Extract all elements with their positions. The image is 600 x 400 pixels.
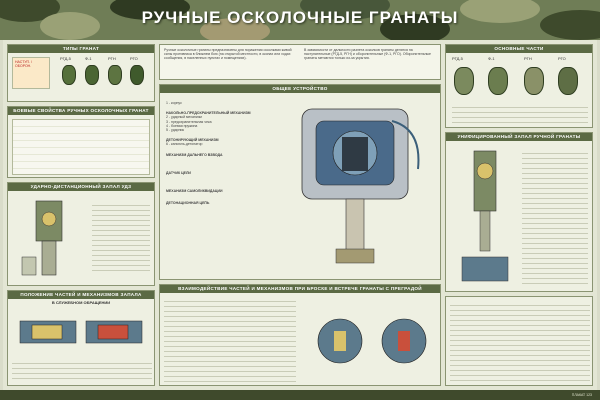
types-heading: ТИПЫ ГРАНАТ xyxy=(8,45,154,53)
legend-item-0: 1 - корпус xyxy=(166,101,182,105)
part-rgo-image xyxy=(558,67,578,95)
legend-item-9: ДАТЧИК ЦЕЛИ xyxy=(166,170,191,175)
uzrg-fuze-panel: УНИФИЦИРОВАННЫЙ ЗАПАЛ РУЧНОЙ ГРАНАТЫ xyxy=(445,132,593,292)
udz-fuze-diagram xyxy=(21,200,63,276)
camouflage-header xyxy=(0,0,600,40)
legend-item-1: НАКОЛЬНО-ПРЕДОХРАНИТЕЛЬНЫЙ МЕХАНИЗМ xyxy=(166,111,251,116)
udz-fuze-panel: УДАРНО-ДИСТАНЦИОННЫЙ ЗАПАЛ УДЗ xyxy=(7,182,155,286)
position-panel: ПОЛОЖЕНИЕ ЧАСТЕЙ И МЕХАНИЗМОВ ЗАПАЛА В С… xyxy=(7,290,155,386)
general-legend: 1 - корпус НАКОЛЬНО-ПРЕДОХРАНИТЕЛЬНЫЙ МЕ… xyxy=(166,101,266,205)
part-rgn-image xyxy=(524,67,544,95)
legend-item-6: ДЕТОНИРУЮЩИЙ МЕХАНИЗМ xyxy=(166,138,219,143)
main-parts-label-rgn: РГН xyxy=(524,56,532,61)
types-note: НАСТУП. / ОБОРОН. xyxy=(12,57,50,89)
main-parts-label-rgd5: РГД-5 xyxy=(452,56,463,61)
grenade-rgd5-image xyxy=(62,65,76,85)
grenade-label-rgo: РГО xyxy=(130,56,138,61)
main-parts-label-f1: Ф-1 xyxy=(488,56,495,61)
legend-item-8: МЕХАНИЗМ ДАЛЬНЕГО ВЗВОДА xyxy=(166,152,223,157)
intro-text-2: В зависимости от дальности разлета оскол… xyxy=(304,48,431,61)
right-bottom-panel xyxy=(445,296,593,386)
position-description xyxy=(12,359,152,383)
service-subheading: В СЛУЖЕБНОМ ОБРАЩЕНИИ xyxy=(51,300,111,305)
uzrg-fuze-diagram xyxy=(461,150,509,282)
interaction-diagram xyxy=(317,318,427,364)
types-panel: ТИПЫ ГРАНАТ НАСТУП. / ОБОРОН. РГД-5 Ф-1 … xyxy=(7,44,155,102)
combat-heading: БОЕВЫЕ СВОЙСТВА РУЧНЫХ ОСКОЛОЧНЫХ ГРАНАТ xyxy=(8,107,154,115)
poster-sheet: ТИПЫ ГРАНАТ НАСТУП. / ОБОРОН. РГД-5 Ф-1 … xyxy=(3,40,597,390)
general-structure-panel: ОБЩЕЕ УСТРОЙСТВО 1 - корпус НАКОЛЬНО-ПРЕ… xyxy=(159,84,441,280)
interaction-heading: ВЗАИМОДЕЙСТВИЕ ЧАСТЕЙ И МЕХАНИЗМОВ ПРИ Б… xyxy=(160,285,440,293)
intro-panel: Ручные осколочные гранаты предназначены … xyxy=(159,44,441,80)
position-heading: ПОЛОЖЕНИЕ ЧАСТЕЙ И МЕХАНИЗМОВ ЗАПАЛА xyxy=(8,291,154,299)
legend-item-3: 3 - предохранительная чека xyxy=(166,119,212,124)
legend-item-2: 2 - ударный механизм xyxy=(166,115,202,120)
main-parts-label-rgo: РГО xyxy=(558,56,566,61)
intro-text: Ручные осколочные гранаты предназначены … xyxy=(164,48,292,61)
footer-label: ПЛАКАТ 123 xyxy=(571,393,592,397)
main-parts-text xyxy=(452,103,588,125)
footer-bar: ПЛАКАТ 123 xyxy=(0,390,600,400)
legend-item-10: МЕХАНИЗМ САМОЛИКВИДАЦИИ xyxy=(166,189,223,194)
part-f1-image xyxy=(488,67,508,95)
udz-heading: УДАРНО-ДИСТАНЦИОННЫЙ ЗАПАЛ УДЗ xyxy=(8,183,154,191)
legend-item-7: 6 - капсюль-детонатор xyxy=(166,142,203,147)
grenade-rgo-image xyxy=(130,65,144,85)
legend-item-4: 4 - боевая пружина xyxy=(166,123,198,128)
page-title: РУЧНЫЕ ОСКОЛОЧНЫЕ ГРАНАТЫ xyxy=(141,8,459,27)
uzrg-heading: УНИФИЦИРОВАННЫЙ ЗАПАЛ РУЧНОЙ ГРАНАТЫ xyxy=(446,133,592,141)
udz-legend xyxy=(92,201,150,271)
right-bottom-text xyxy=(450,301,590,383)
general-heading: ОБЩЕЕ УСТРОЙСТВО xyxy=(160,85,440,93)
uzrg-legend xyxy=(522,149,588,285)
combat-properties-panel: БОЕВЫЕ СВОЙСТВА РУЧНЫХ ОСКОЛОЧНЫХ ГРАНАТ xyxy=(7,106,155,178)
main-parts-panel: ОСНОВНЫЕ ЧАСТИ РГД-5 Ф-1 РГН РГО xyxy=(445,44,593,128)
legend-item-5: 5 - ударник xyxy=(166,128,185,133)
interaction-text-left xyxy=(164,297,296,383)
legend-item-11: ДЕТОНАЦИОННАЯ ЦЕПЬ xyxy=(166,201,210,206)
fuze-position-diagram xyxy=(19,320,143,344)
grenade-label-f1: Ф-1 xyxy=(85,56,92,61)
grenade-f1-image xyxy=(85,65,99,85)
grenade-label-rgd5: РГД-5 xyxy=(60,56,71,61)
main-parts-heading: ОСНОВНЫЕ ЧАСТИ xyxy=(446,45,592,53)
grenade-rgn-image xyxy=(108,65,122,85)
combat-table xyxy=(12,119,150,175)
grenade-label-rgn: РГН xyxy=(108,56,116,61)
grenade-cutaway-diagram xyxy=(301,108,420,264)
part-rgd5-image xyxy=(454,67,474,95)
interaction-panel: ВЗАИМОДЕЙСТВИЕ ЧАСТЕЙ И МЕХАНИЗМОВ ПРИ Б… xyxy=(159,284,441,386)
